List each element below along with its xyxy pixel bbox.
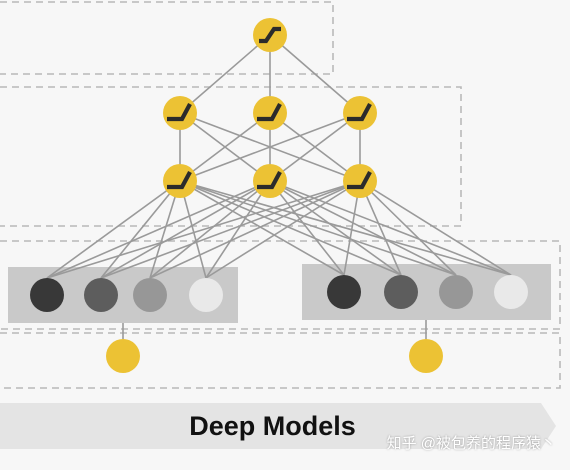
- hidden1-neuron-0-circle: [163, 96, 197, 130]
- hidden1-neuron-0: [163, 96, 197, 130]
- edge-h2-0-emb-1-1: [179, 180, 402, 276]
- edge-h2-2-emb-0-3: [205, 180, 361, 279]
- edge-h2-0-emb-1-2: [179, 180, 457, 276]
- title-banner: [0, 403, 556, 449]
- relu-activation-icon: [347, 103, 372, 122]
- edge-h2-1-emb-0-1: [100, 180, 271, 279]
- relu-activation-icon: [257, 103, 282, 122]
- edge-h2-2-emb-1-2: [359, 180, 457, 276]
- edge-h2-2-emb-1-1: [359, 180, 402, 276]
- embedding-unit-left-3: [189, 278, 223, 312]
- edge-output-h1-0: [179, 34, 271, 114]
- edge-h2-1-emb-1-1: [269, 180, 402, 276]
- edge-h2-2-emb-0-2: [149, 180, 361, 279]
- relu-activation-icon: [167, 171, 192, 190]
- hidden1-neuron-2-circle: [343, 96, 377, 130]
- embedding-unit-right-0: [327, 275, 361, 309]
- diagram-title: Deep Models: [189, 410, 356, 441]
- edge-h2-2-emb-1-3: [359, 180, 512, 276]
- edge-h2-1-emb-0-2: [149, 180, 271, 279]
- edge-h2-1-emb-1-2: [269, 180, 457, 276]
- hidden1-neuron-1: [253, 96, 287, 130]
- hidden-layers-frame: [0, 86, 462, 227]
- embedding-unit-left-0: [30, 278, 64, 312]
- output-neuron: [253, 18, 287, 52]
- edge-h2-1-emb-1-0: [269, 180, 345, 276]
- hidden2-neuron-0: [163, 164, 197, 198]
- relu-activation-icon: [347, 171, 372, 190]
- edge-h2-1-emb-0-3: [205, 180, 271, 279]
- embedding-unit-left-1: [84, 278, 118, 312]
- edge-h1-1-h2-0: [179, 112, 271, 182]
- watermark: 知乎 @被包养的程序猿丶: [386, 435, 556, 452]
- edge-h2-0-emb-0-1: [100, 180, 181, 279]
- embedding-unit-left-2: [133, 278, 167, 312]
- relu-activation-icon: [167, 103, 192, 122]
- edge-h2-2-emb-0-0: [46, 180, 361, 279]
- hidden1-neuron-1-circle: [253, 96, 287, 130]
- edge-output-h1-2: [269, 34, 361, 114]
- sparse-input-0: [106, 339, 140, 373]
- input-layer-frame: [0, 332, 561, 389]
- hidden2-neuron-2: [343, 164, 377, 198]
- edge-h2-0-emb-1-0: [179, 180, 345, 276]
- sparse-input-1: [409, 339, 443, 373]
- relu-activation-icon: [257, 171, 282, 190]
- sigmoid-activation-icon: [259, 26, 281, 44]
- embedding-unit-right-3: [494, 275, 528, 309]
- edge-h2-1-emb-0-0: [46, 180, 271, 279]
- edge-h1-2-h2-0: [179, 112, 361, 182]
- hidden2-neuron-2-circle: [343, 164, 377, 198]
- hidden2-neuron-1: [253, 164, 287, 198]
- hidden2-neuron-1-circle: [253, 164, 287, 198]
- embedding-layer-frame: [0, 240, 561, 330]
- hidden1-neuron-2: [343, 96, 377, 130]
- hidden2-neuron-0-circle: [163, 164, 197, 198]
- edge-h2-0-emb-0-0: [46, 180, 181, 279]
- banner-arrow-shape: [0, 403, 556, 449]
- embedding-unit-right-1: [384, 275, 418, 309]
- edge-h1-2-h2-1: [269, 112, 361, 182]
- edge-h2-2-emb-0-1: [100, 180, 361, 279]
- embedding-unit-right-2: [439, 275, 473, 309]
